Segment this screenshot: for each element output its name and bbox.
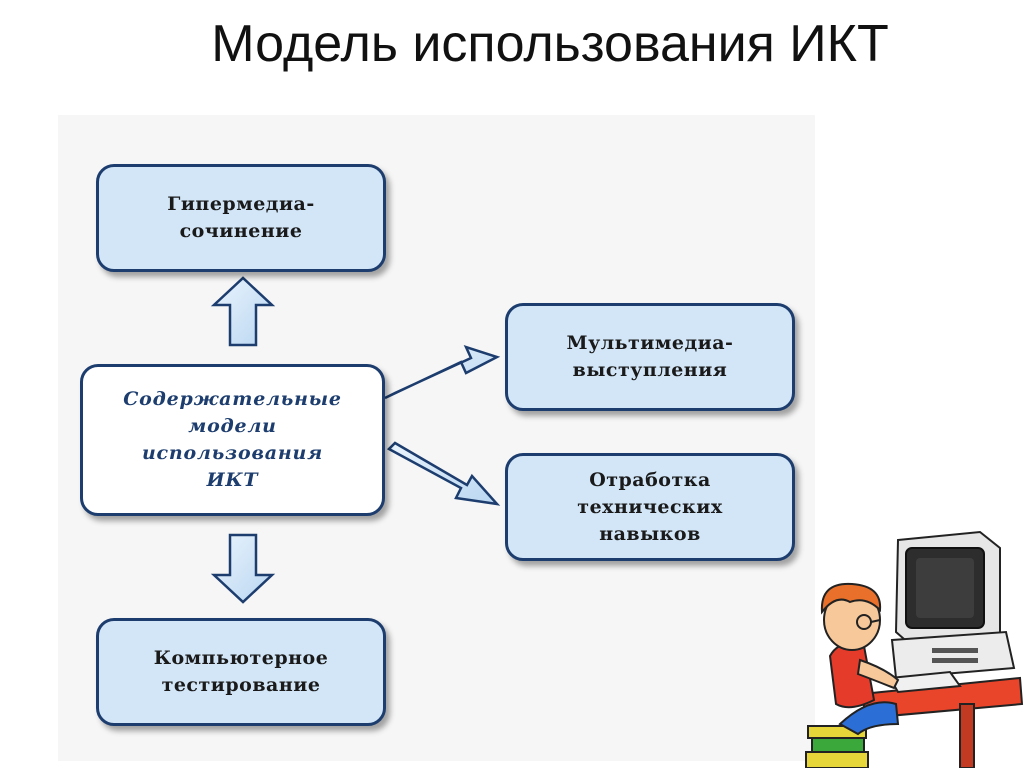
node-testing: Компьютерное тестирование — [96, 618, 386, 726]
node-hypermedia: Гипермедиа- сочинение — [96, 164, 386, 272]
node-skills-label: Отработка технических навыков — [577, 468, 723, 545]
node-center-label: Содержательные модели использования ИКТ — [123, 388, 342, 491]
arrow-up — [210, 276, 276, 347]
slide-title: Модель использования ИКТ — [211, 15, 889, 73]
node-testing-label: Компьютерное тестирование — [153, 647, 329, 696]
arrow-down — [210, 533, 276, 604]
node-hypermedia-label: Гипермедиа- сочинение — [167, 193, 315, 242]
arrow-to-multimedia — [384, 344, 501, 400]
node-center: Содержательные модели использования ИКТ — [80, 364, 385, 516]
node-skills: Отработка технических навыков — [505, 453, 795, 561]
node-multimedia-label: Мультимедиа- выступления — [566, 332, 734, 381]
arrow-to-skills — [386, 441, 501, 506]
node-multimedia: Мультимедиа- выступления — [505, 303, 795, 411]
boy-at-computer-illustration — [805, 530, 1024, 768]
